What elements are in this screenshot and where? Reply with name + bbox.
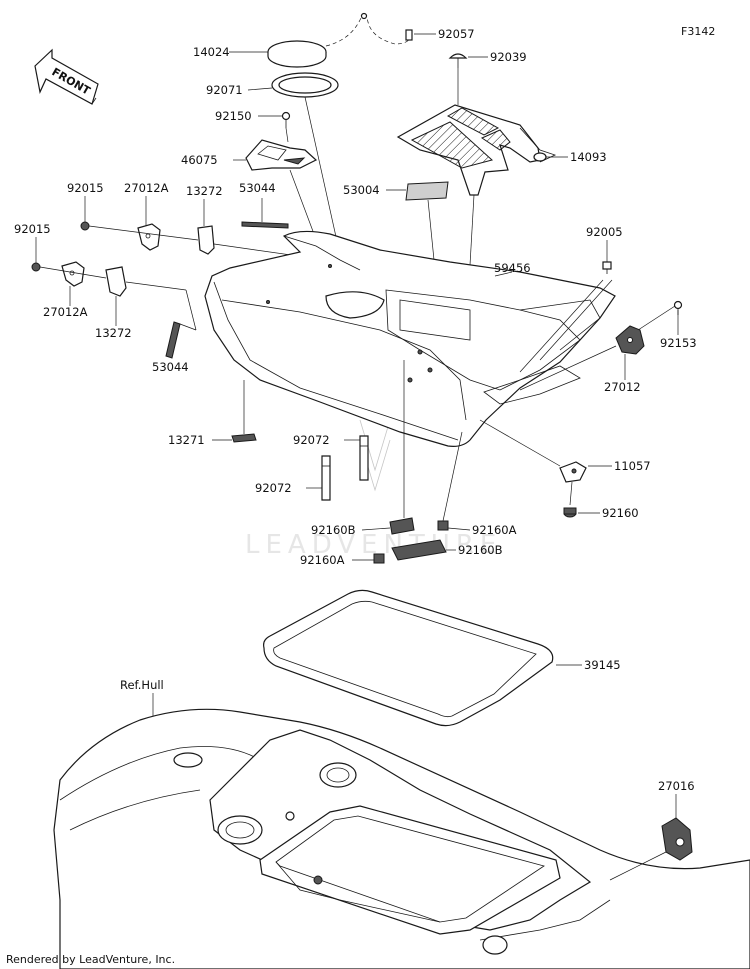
figure-code: F3142 bbox=[681, 25, 715, 38]
part-92015-nut-a bbox=[80, 221, 90, 231]
part-53044-rod-bottom bbox=[165, 321, 181, 359]
label-13272-b: 13272 bbox=[95, 326, 132, 340]
part-92057-clip bbox=[405, 29, 413, 41]
part-92150-screw bbox=[281, 111, 291, 128]
part-59456-storage-body bbox=[204, 230, 616, 447]
label-14024: 14024 bbox=[193, 45, 230, 59]
front-arrow-icon: FRONT bbox=[34, 48, 99, 105]
part-11057-clip bbox=[559, 461, 587, 483]
label-27016: 27016 bbox=[658, 779, 695, 793]
label-53004: 53004 bbox=[343, 183, 380, 197]
part-27012-holder bbox=[615, 325, 645, 355]
part-14024-cap bbox=[267, 40, 327, 68]
label-92071: 92071 bbox=[206, 83, 243, 97]
part-13272-plate-a bbox=[197, 225, 215, 255]
part-53044-strip-top bbox=[241, 221, 289, 229]
label-92153: 92153 bbox=[660, 336, 697, 350]
label-11057: 11057 bbox=[614, 459, 651, 473]
part-92160A-pad-b bbox=[373, 553, 385, 564]
part-13272-plate-b bbox=[105, 266, 127, 297]
part-27012A-holder-b bbox=[61, 261, 85, 287]
label-13272-a: 13272 bbox=[186, 184, 223, 198]
label-92160B-a: 92160B bbox=[311, 523, 356, 537]
label-92015-a: 92015 bbox=[67, 181, 104, 195]
label-53044-bot: 53044 bbox=[152, 360, 189, 374]
label-92072-b: 92072 bbox=[255, 481, 292, 495]
hull-reference bbox=[53, 708, 750, 969]
label-27012A-a: 27012A bbox=[124, 181, 169, 195]
part-92039-pin bbox=[448, 53, 468, 68]
tether-cord bbox=[325, 15, 413, 47]
label-92005: 92005 bbox=[586, 225, 623, 239]
part-92072-strap-a bbox=[359, 435, 369, 481]
part-92160A-pad-a bbox=[437, 520, 449, 531]
part-14093-grille bbox=[396, 104, 557, 196]
label-ref-hull: Ref.Hull bbox=[120, 678, 164, 692]
part-92071-ring bbox=[271, 72, 339, 98]
part-13271-tab bbox=[231, 433, 257, 443]
label-46075: 46075 bbox=[181, 153, 218, 167]
part-92160B-pad-a bbox=[389, 517, 415, 535]
part-46075-bracket bbox=[245, 139, 318, 171]
footer-credit: Rendered by LeadVenture, Inc. bbox=[6, 953, 175, 966]
label-27012: 27012 bbox=[604, 380, 641, 394]
label-92160: 92160 bbox=[602, 506, 639, 520]
part-92072-strap-b bbox=[321, 455, 331, 501]
part-27016-holder bbox=[661, 817, 693, 861]
label-92015-b: 92015 bbox=[14, 222, 51, 236]
part-39145-gasket bbox=[263, 589, 554, 727]
label-92072-a: 92072 bbox=[293, 433, 330, 447]
part-92160-damper bbox=[563, 507, 577, 518]
watermark-text: LEADVENTURE bbox=[245, 530, 502, 560]
part-92015-nut-b bbox=[31, 262, 41, 272]
part-27012A-holder-a bbox=[137, 223, 161, 251]
label-53044-top: 53044 bbox=[239, 181, 276, 195]
label-27012A-b: 27012A bbox=[43, 305, 88, 319]
part-92160B-pad-b bbox=[391, 539, 447, 561]
label-14093: 14093 bbox=[570, 150, 607, 164]
label-92160A-a: 92160A bbox=[472, 523, 517, 537]
label-39145: 39145 bbox=[584, 658, 621, 672]
part-92005-grommet bbox=[602, 261, 612, 274]
label-59456: 59456 bbox=[494, 261, 531, 275]
label-92039: 92039 bbox=[490, 50, 527, 64]
label-92150: 92150 bbox=[215, 109, 252, 123]
label-92160B-b: 92160B bbox=[458, 543, 503, 557]
label-92057: 92057 bbox=[438, 27, 475, 41]
label-92160A-b: 92160A bbox=[300, 553, 345, 567]
label-13271: 13271 bbox=[168, 433, 205, 447]
part-53004-pad bbox=[405, 181, 449, 201]
